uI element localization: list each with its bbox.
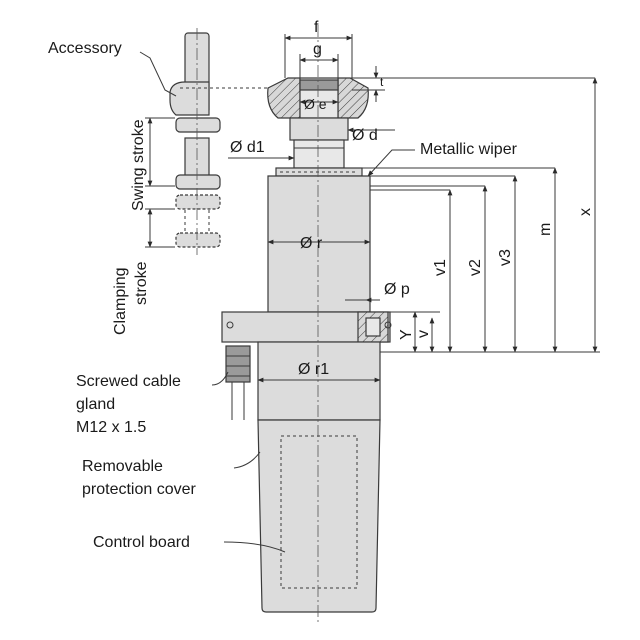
dim-r1: Ø r1 [298, 361, 329, 378]
dimension-lines [228, 34, 600, 383]
dim-g: g [313, 41, 322, 58]
dim-y: Y [398, 329, 415, 340]
dim-f: f [314, 19, 319, 36]
dim-e: Ø e [304, 96, 327, 112]
dim-v: v [415, 330, 432, 338]
dim-d: Ø d [352, 127, 378, 144]
label-leaders [139, 51, 286, 553]
label-control-board: Control board [93, 534, 190, 551]
label-clamping-stroke-1: Clamping [112, 267, 129, 335]
dim-d1: Ø d1 [230, 139, 265, 156]
piston-rod [275, 117, 363, 177]
label-removable-cover-1: Removable [82, 458, 163, 475]
label-clamping-stroke-2: stroke [133, 261, 150, 305]
label-swing-stroke: Swing stroke [130, 119, 147, 211]
dim-t: t [380, 75, 384, 89]
clamp-arm [180, 77, 369, 119]
label-cable-gland-1: Screwed cable [76, 373, 181, 390]
dim-v1: v1 [432, 259, 449, 276]
dim-r: Ø r [300, 235, 323, 252]
dim-m: m [537, 223, 554, 236]
dim-p: Ø p [384, 281, 410, 298]
label-accessory: Accessory [48, 40, 122, 57]
dim-v2: v2 [467, 259, 484, 276]
cable-gland [225, 345, 251, 420]
label-cable-gland-2: gland [76, 396, 115, 413]
stroke-dimensions [145, 117, 175, 248]
accessory-bolt [169, 28, 221, 255]
dim-v3: v3 [497, 249, 514, 266]
dim-x: x [577, 208, 594, 216]
label-cable-gland-3: M12 x 1.5 [76, 419, 146, 436]
label-metallic-wiper: Metallic wiper [420, 141, 518, 158]
label-removable-cover-2: protection cover [82, 481, 197, 498]
